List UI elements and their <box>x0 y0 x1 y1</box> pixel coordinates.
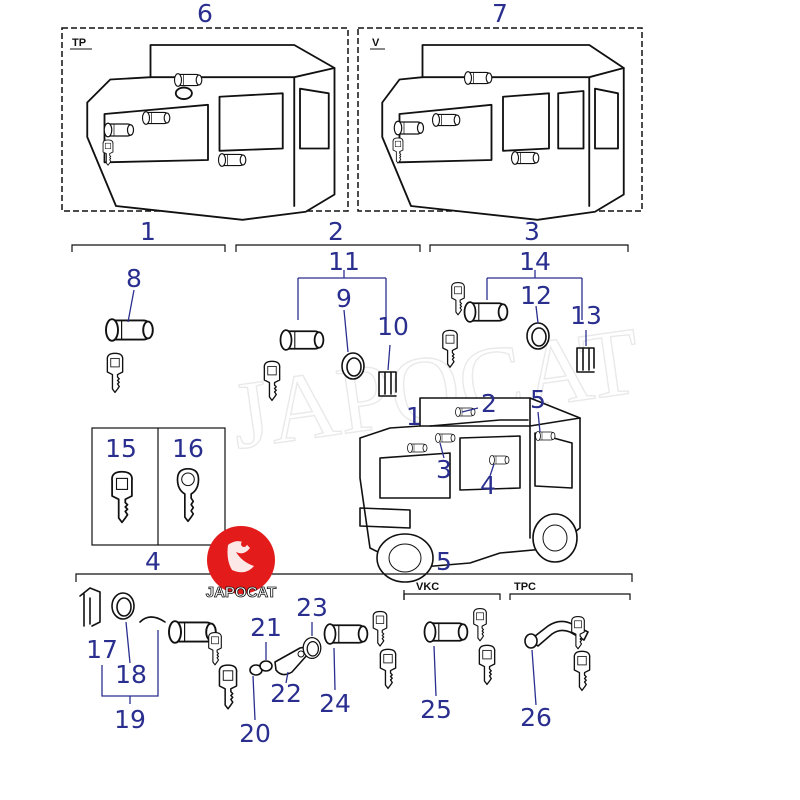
part-24: 24 <box>319 610 397 718</box>
callout-14: 14 <box>519 247 551 276</box>
vehicle-callout-2: 2 <box>481 389 497 418</box>
callout-22: 22 <box>270 679 302 708</box>
callout-16: 16 <box>172 434 204 463</box>
frame-tp: TP 6 <box>61 0 349 221</box>
part-21: 21 <box>249 613 282 676</box>
part-20-lock: 20 <box>139 616 271 748</box>
keys-box: 15 16 <box>91 427 226 546</box>
japocat-logo: JAPOCAT <box>205 526 277 601</box>
part-8: 8 <box>105 264 154 394</box>
group-label-2: 2 <box>328 217 344 246</box>
vehicle-callout-5: 5 <box>530 385 546 414</box>
part-25: 25 <box>420 608 496 724</box>
tpc-bracket: TPC <box>509 581 631 600</box>
callout-9: 9 <box>336 284 352 313</box>
frame-v: V 7 <box>357 0 643 221</box>
callout-10: 10 <box>377 312 409 341</box>
callout-11: 11 <box>328 247 360 276</box>
part-group-11: 11 9 10 <box>263 247 409 402</box>
callout-21: 21 <box>250 613 282 642</box>
callout-15: 15 <box>105 434 137 463</box>
group-label-4: 4 <box>145 547 161 576</box>
part-22: 22 <box>270 646 309 708</box>
frame-v-tag: V <box>372 37 380 49</box>
vkc-bracket: VKC <box>403 581 501 600</box>
logo-text: JAPOCAT <box>206 584 277 601</box>
vkc-tag: VKC <box>416 581 439 593</box>
group-label-1: 1 <box>140 217 156 246</box>
callout-13: 13 <box>570 301 602 330</box>
callout-6: 6 <box>197 0 213 28</box>
vehicle-illustration: 1 2 3 4 5 <box>359 385 581 583</box>
callout-8: 8 <box>126 264 142 293</box>
part-19-bracket: 19 <box>101 630 159 734</box>
group-label-3: 3 <box>524 217 540 246</box>
callout-20: 20 <box>239 719 271 748</box>
part-17: 17 <box>79 587 118 664</box>
vehicle-callout-3: 3 <box>436 455 452 484</box>
tpc-tag: TPC <box>514 581 536 593</box>
callout-18: 18 <box>115 660 147 689</box>
part-18: 18 <box>111 592 147 689</box>
callout-17: 17 <box>86 635 118 664</box>
vehicle-callout-4: 4 <box>480 471 496 500</box>
callout-19: 19 <box>114 705 146 734</box>
callout-23: 23 <box>296 593 328 622</box>
frame-tp-tag: TP <box>72 37 86 49</box>
callout-7: 7 <box>492 0 508 28</box>
callout-26: 26 <box>520 703 552 732</box>
callout-25: 25 <box>420 695 452 724</box>
group-bracket-3: 3 <box>429 217 629 252</box>
vehicle-callout-1: 1 <box>406 402 422 431</box>
part-26: 26 <box>520 616 591 732</box>
group-bracket-2: 2 <box>235 217 421 252</box>
callout-12: 12 <box>520 281 552 310</box>
group-label-5: 5 <box>436 547 452 576</box>
part-23: 23 <box>296 593 328 660</box>
group-bracket-bottom: 4 5 <box>75 547 633 600</box>
part-group-14: 14 12 13 <box>442 247 602 373</box>
callout-24: 24 <box>319 689 351 718</box>
group-bracket-1: 1 <box>71 217 226 252</box>
